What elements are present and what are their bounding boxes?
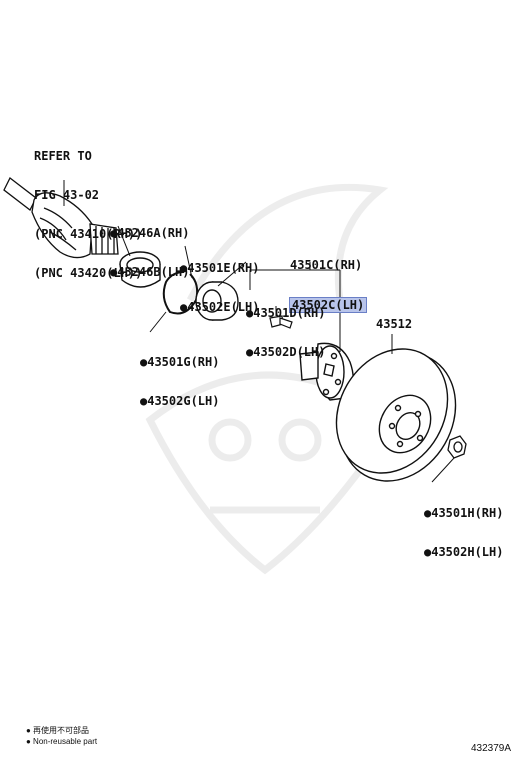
bearing [195, 281, 239, 321]
legend-jp: ● 再使用不可部品 [26, 726, 90, 735]
callout-43501d: ●43501D(RH) ●43502D(LH) [246, 281, 325, 372]
callout-line: 43501C(RH) [290, 258, 363, 272]
callout-line: ●43502H(LH) [424, 545, 504, 559]
callout-refer-fig: REFER TO FIG 43-02 (PNC 43410(RH)) (PNC … [34, 124, 142, 293]
callout-line: REFER TO [34, 149, 92, 163]
callout-line: ●43246B(LH) [110, 265, 190, 279]
callout-43501e: ●43501E(RH) ●43502E(LH) [180, 236, 259, 327]
callout-line: ●43246A(RH) [110, 226, 190, 240]
callout-line: ●43502G(LH) [140, 394, 220, 408]
legend-en: ● Non-reusable part [26, 737, 98, 746]
callout-line: (PNC 43420(LH)) [34, 266, 143, 280]
hub-nut [447, 435, 467, 459]
snap-ring [162, 271, 199, 315]
drive-shaft [3, 177, 119, 259]
callout-43502c-highlighted[interactable]: 43502C(LH) [288, 297, 368, 313]
watermark-logo [145, 183, 400, 575]
callout-43512: 43512 [376, 317, 413, 331]
callout-43501h: ●43501H(RH) ●43502H(LH) [424, 481, 503, 572]
callout-line: (PNC 43410(RH)) [34, 227, 143, 241]
callout-43501g: ●43501G(RH) ●43502G(LH) [140, 330, 219, 421]
hub-bolt [269, 315, 293, 329]
callout-line: ●43502E(LH) [180, 300, 260, 314]
callout-line: ●43501E(RH) [180, 261, 260, 275]
callout-line: ●43501H(RH) [424, 506, 504, 520]
callout-line: ●43501G(RH) [140, 355, 220, 369]
figure-number: 432379A [470, 743, 511, 754]
callout-43501c: 43501C(RH) 43502C(LH) [288, 233, 368, 325]
callout-line: FIG 43-02 [34, 188, 100, 202]
callout-line: ●43502D(LH) [246, 345, 326, 359]
dust-deflector [119, 251, 161, 288]
callout-43246: ●43246A(RH) ●43246B(LH) [110, 201, 189, 292]
axle-hub [299, 342, 354, 401]
brake-disc [335, 348, 457, 482]
callout-line: ●43501D(RH) [246, 306, 326, 320]
